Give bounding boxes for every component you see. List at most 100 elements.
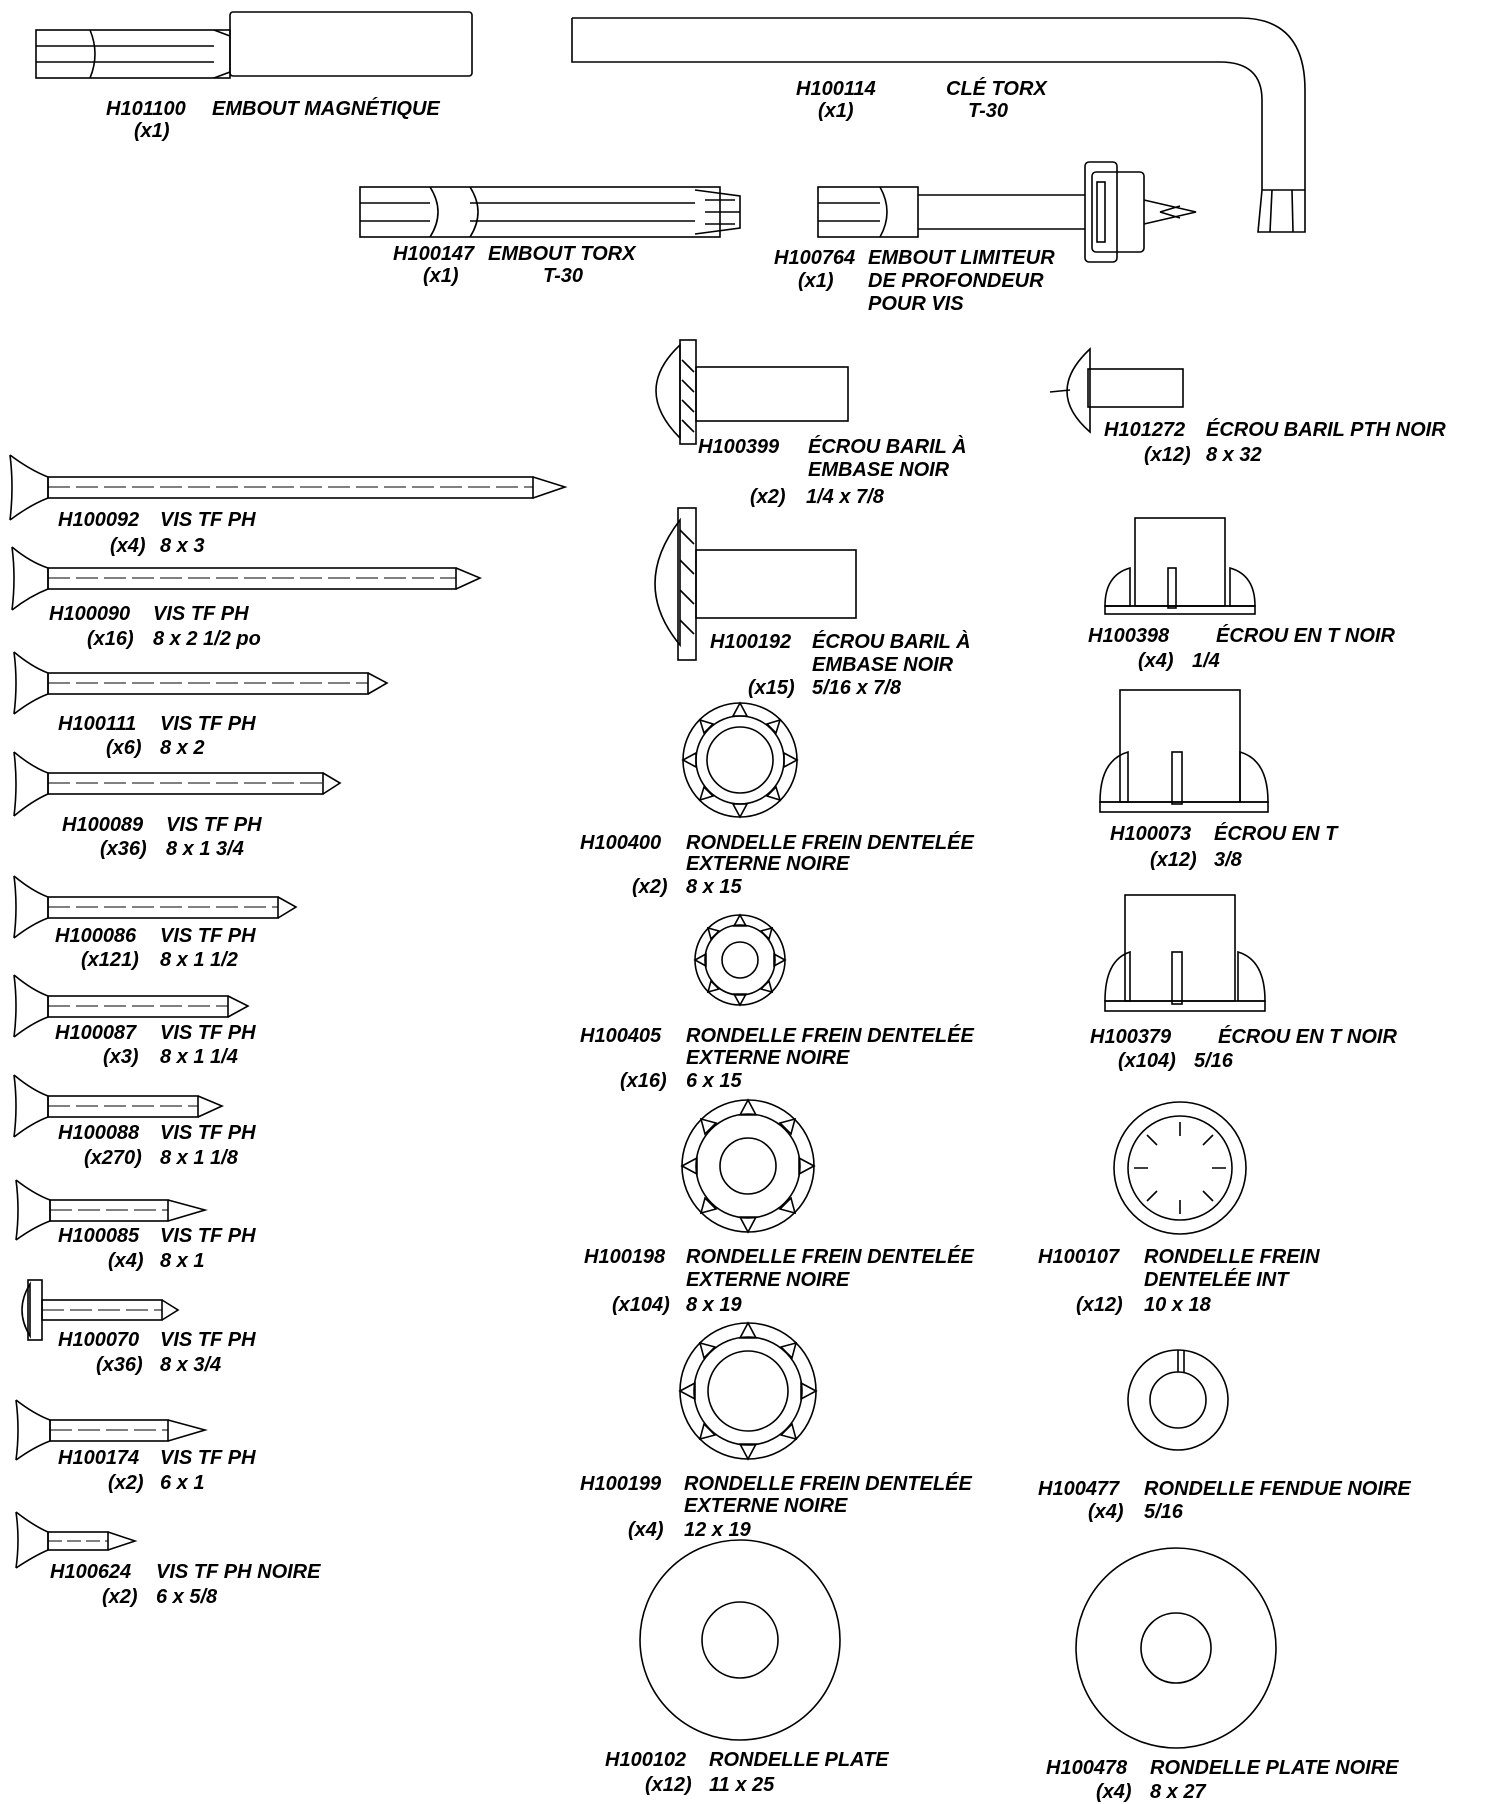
part-qty: (x104) [612, 1294, 670, 1316]
part-desc: VIS TF PH [160, 925, 256, 947]
part-desc: RONDELLE PLATE [709, 1749, 889, 1771]
part-code: H100088 [58, 1122, 140, 1144]
washer-drawing-H100199 [678, 1321, 818, 1461]
part-code: H100764 [774, 247, 856, 269]
part-size: 6 x 1 [160, 1472, 205, 1494]
part-size: 8 x 27 [1150, 1781, 1206, 1803]
part-desc: RONDELLE FREIN DENTELÉE [686, 1025, 974, 1047]
part-size: 8 x 1 1/4 [160, 1046, 238, 1068]
part-desc-2: EXTERNE NOIRE [686, 1269, 850, 1291]
part-code: H101100 [106, 98, 186, 120]
part-desc-2: DE PROFONDEUR [868, 270, 1044, 292]
part-qty: (x4) [110, 535, 146, 557]
part-size: 8 x 3/4 [160, 1354, 222, 1376]
part-qty: (x2) [750, 486, 786, 508]
part-qty: (x6) [106, 737, 142, 759]
part-code: H100111 [58, 713, 137, 735]
screw-drawing-H100087 [13, 974, 250, 1038]
part-size: 3/8 [1214, 849, 1242, 871]
barrel-nut-5-16-drawing [654, 507, 857, 661]
part-desc: VIS TF PH NOIRE [156, 1561, 321, 1583]
part-qty: (x4) [108, 1250, 144, 1272]
washer-drawing-H100107 [1113, 1101, 1247, 1235]
part-size: 1/4 x 7/8 [806, 486, 884, 508]
part-desc: ÉCROU BARIL PTH NOIR [1206, 419, 1446, 441]
part-size: 10 x 18 [1144, 1294, 1211, 1316]
part-code: H100477 [1038, 1478, 1120, 1500]
part-qty: (x1) [134, 120, 170, 142]
part-code: H100085 [58, 1225, 140, 1247]
part-desc: RONDELLE FREIN DENTELÉE [684, 1473, 972, 1495]
part-code: H100174 [58, 1447, 140, 1469]
part-desc: ÉCROU BARIL À [812, 631, 971, 653]
part-code: H100090 [49, 603, 131, 625]
screw-drawing-H100085 [15, 1179, 208, 1241]
magnetic-bit-holder-drawing [35, 11, 473, 79]
part-qty: (x36) [100, 838, 147, 860]
part-desc: VIS TF PH [160, 1329, 256, 1351]
part-desc: ÉCROU BARIL À [808, 436, 967, 458]
part-code: H100114 [796, 78, 876, 100]
screw-drawing-H100070 [21, 1279, 180, 1341]
part-desc: ÉCROU EN T [1214, 823, 1338, 845]
part-qty: (x12) [1144, 444, 1191, 466]
part-size: 8 x 1 3/4 [166, 838, 244, 860]
part-code: H100073 [1110, 823, 1192, 845]
screw-drawing-H100174 [15, 1399, 208, 1461]
part-desc-2: EMBASE NOIR [812, 654, 954, 676]
part-size: 8 x 2 1/2 po [153, 628, 261, 650]
part-desc-2: EMBASE NOIR [808, 459, 950, 481]
screw-drawing-H100092 [9, 454, 568, 521]
part-desc: RONDELLE PLATE NOIRE [1150, 1757, 1399, 1779]
part-code: H100198 [584, 1246, 666, 1268]
part-size: 5/16 [1194, 1050, 1233, 1072]
screw-drawing-H100089 [13, 751, 342, 817]
part-size: 11 x 25 [709, 1774, 775, 1796]
part-code: H100089 [62, 814, 144, 836]
part-qty: (x36) [96, 1354, 143, 1376]
part-desc: EMBOUT TORX [488, 243, 636, 265]
part-desc: EMBOUT LIMITEUR [868, 247, 1055, 269]
part-size: 5/16 x 7/8 [812, 677, 901, 699]
part-size: 12 x 19 [684, 1519, 751, 1541]
part-desc-2: EXTERNE NOIRE [684, 1495, 848, 1517]
part-code: H100192 [710, 631, 792, 653]
screw-drawing-H100111 [13, 651, 389, 715]
part-size: T-30 [968, 100, 1009, 122]
part-size: T-30 [543, 265, 584, 287]
part-code: H100092 [58, 509, 140, 531]
part-qty: (x104) [1118, 1050, 1176, 1072]
part-qty: (x270) [84, 1147, 142, 1169]
part-qty: (x16) [620, 1070, 667, 1092]
part-size: 6 x 5/8 [156, 1586, 218, 1608]
washer-drawing-H100198 [680, 1098, 816, 1234]
part-qty: (x16) [87, 628, 134, 650]
part-desc: ÉCROU EN T NOIR [1216, 625, 1395, 647]
part-code: H100107 [1038, 1246, 1120, 1268]
part-size: 8 x 1 [160, 1250, 205, 1272]
t-nut-drawing-H100073 [1099, 689, 1269, 813]
part-qty: (x1) [423, 265, 459, 287]
part-qty: (x2) [632, 876, 668, 898]
part-size: 8 x 2 [160, 737, 205, 759]
part-desc-3: POUR VIS [868, 293, 964, 315]
washer-drawing-H100478 [1075, 1547, 1277, 1749]
part-qty: (x4) [1088, 1501, 1124, 1523]
barrel-nut-pth-drawing [1049, 347, 1184, 434]
part-desc-2: DENTELÉE INT [1144, 1269, 1289, 1291]
washer-drawing-H100405 [693, 913, 787, 1007]
part-desc: VIS TF PH [153, 603, 249, 625]
washer-drawing-H100477 [1127, 1349, 1229, 1451]
part-qty: (x2) [102, 1586, 138, 1608]
part-qty: (x2) [108, 1472, 144, 1494]
part-code: H100400 [580, 832, 662, 854]
part-desc: VIS TF PH [160, 1022, 256, 1044]
screw-drawing-H100624 [15, 1511, 138, 1569]
torx-bit-drawing [359, 186, 741, 238]
part-code: H100199 [580, 1473, 662, 1495]
part-code: H100405 [580, 1025, 662, 1047]
part-qty: (x12) [645, 1774, 692, 1796]
part-size: 8 x 1 1/2 [160, 949, 238, 971]
part-qty: (x15) [748, 677, 795, 699]
